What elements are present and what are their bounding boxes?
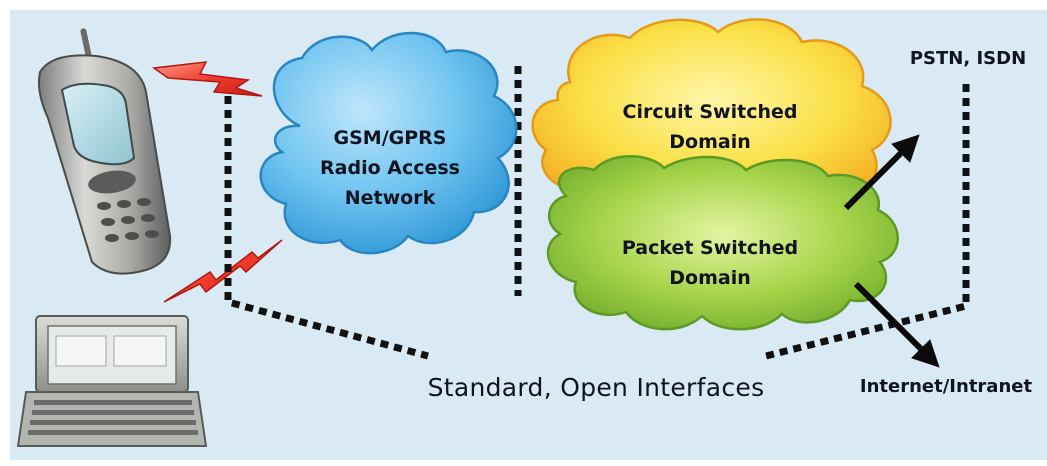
- ran-label-line3: Network: [345, 187, 436, 209]
- packet-label-line1: Packet Switched: [622, 237, 798, 259]
- circuit-label-line2: Domain: [669, 131, 750, 153]
- packet-switched-domain-cloud: [546, 155, 899, 331]
- lightning-bolt-icon: [151, 61, 263, 97]
- standard-open-interfaces-label: Standard, Open Interfaces: [428, 373, 765, 402]
- circuit-label-line1: Circuit Switched: [623, 101, 798, 123]
- right-interface-line: [765, 84, 970, 360]
- ran-label-line2: Radio Access: [320, 157, 460, 179]
- arrow-to-internet: [853, 281, 940, 368]
- pstn-isdn-label: PSTN, ISDN: [910, 48, 1026, 69]
- radio-access-network-cloud: [259, 31, 518, 255]
- ran-label-line1: GSM/GPRS: [334, 127, 447, 149]
- interface-dotted-lines: [224, 66, 970, 360]
- handheld-computer-icon: [16, 315, 208, 447]
- internet-intranet-label: Internet/Intranet: [860, 376, 1033, 397]
- packet-label-line2: Domain: [669, 267, 750, 289]
- mobile-phone-icon: [38, 28, 172, 275]
- arrow-to-pstn: [843, 134, 920, 211]
- lightning-bolt-icon: [163, 239, 283, 303]
